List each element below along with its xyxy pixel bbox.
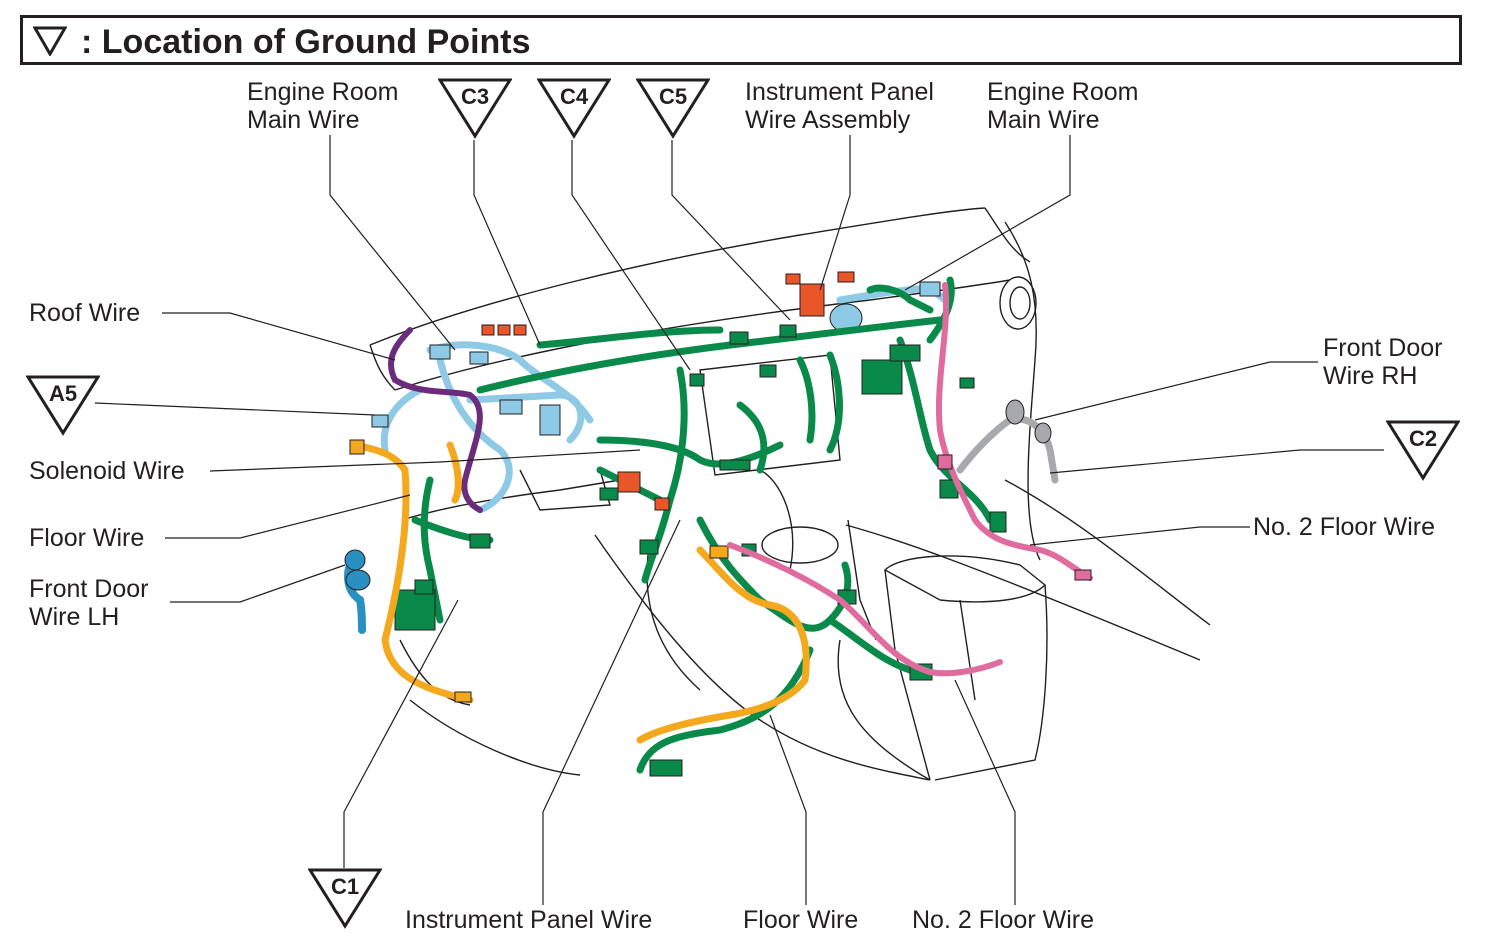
floor-wire-connectors bbox=[349, 439, 729, 703]
label-floor-wire-bottom: Floor Wire bbox=[743, 906, 859, 934]
label-engine-room-main-wire-right: Engine Room Main Wire bbox=[987, 78, 1139, 134]
ground-point-c5-icon[interactable]: C5 bbox=[636, 78, 710, 140]
no2-floor-wire-harness bbox=[727, 282, 1093, 677]
ground-point-c3-label: C3 bbox=[461, 84, 489, 109]
title-text: Location of Ground Points bbox=[101, 23, 531, 61]
page-title: : Location of Ground Points bbox=[81, 22, 531, 62]
leader-no2-floor-wire-bottom bbox=[954, 679, 1016, 905]
label-solenoid-wire: Solenoid Wire bbox=[29, 457, 185, 485]
instrument-panel-wire-harness bbox=[411, 276, 994, 774]
engine-room-connectors bbox=[371, 281, 941, 436]
front-door-wire-rh-harness bbox=[956, 399, 1059, 484]
ground-point-c2-label: C2 bbox=[1409, 426, 1437, 451]
leader-c4 bbox=[571, 140, 691, 371]
ground-point-symbol-icon bbox=[33, 26, 67, 56]
label-front-door-wire-rh: Front Door Wire RH bbox=[1323, 334, 1443, 390]
leader-c2 bbox=[1049, 449, 1384, 474]
floor-wire-harness bbox=[351, 441, 810, 744]
ground-point-a5-icon[interactable]: A5 bbox=[26, 375, 100, 437]
leader-engine-room-main-wire-right bbox=[904, 135, 1071, 291]
title-bar: : Location of Ground Points bbox=[20, 15, 1462, 65]
orange-connectors bbox=[481, 271, 855, 511]
front-door-wire-lh-harness bbox=[344, 549, 371, 634]
ground-point-c3-icon[interactable]: C3 bbox=[438, 78, 512, 140]
label-front-door-wire-lh: Front Door Wire LH bbox=[29, 575, 149, 631]
leader-lines bbox=[94, 135, 1384, 905]
label-instrument-panel-wire: Instrument Panel Wire bbox=[405, 906, 653, 934]
leader-a5 bbox=[94, 402, 376, 416]
leader-c1 bbox=[343, 599, 459, 868]
label-roof-wire: Roof Wire bbox=[29, 299, 141, 327]
ground-point-c5-label: C5 bbox=[659, 84, 687, 109]
leader-instrument-panel-wire bbox=[542, 519, 681, 905]
label-floor-wire-left: Floor Wire bbox=[29, 524, 145, 552]
ground-point-c4-icon[interactable]: C4 bbox=[537, 78, 611, 140]
leader-instrument-panel-wire-assembly bbox=[819, 135, 851, 291]
engine-room-main-wire-harness bbox=[380, 284, 949, 514]
label-engine-room-main-wire-left: Engine Room Main Wire bbox=[247, 78, 399, 134]
label-no2-floor-wire-bottom: No. 2 Floor Wire bbox=[912, 906, 1094, 934]
title-prefix: : bbox=[81, 23, 93, 61]
no2-floor-wire-connectors bbox=[937, 454, 1092, 581]
leader-solenoid-wire bbox=[209, 449, 641, 472]
leader-floor-wire-left bbox=[165, 494, 411, 539]
leader-front-door-wire-rh bbox=[1034, 361, 1318, 421]
leader-engine-room-main-wire-left bbox=[329, 135, 456, 351]
roof-wire-harness bbox=[388, 327, 483, 513]
ground-point-c1-label: C1 bbox=[331, 874, 359, 899]
ground-point-a5-label: A5 bbox=[49, 381, 77, 406]
ground-point-c2-icon[interactable]: C2 bbox=[1386, 420, 1460, 482]
label-no2-floor-wire-right: No. 2 Floor Wire bbox=[1253, 513, 1435, 541]
ground-point-c1-icon[interactable]: C1 bbox=[308, 868, 382, 930]
leader-front-door-wire-lh bbox=[170, 564, 346, 603]
label-instrument-panel-wire-assembly: Instrument Panel Wire Assembly bbox=[745, 78, 934, 134]
ground-point-c4-label: C4 bbox=[560, 84, 589, 109]
leader-no2-floor-wire-right bbox=[1029, 526, 1250, 546]
leader-roof-wire bbox=[162, 312, 396, 361]
leader-c3 bbox=[473, 140, 541, 346]
leader-c5 bbox=[671, 140, 791, 321]
leader-floor-wire-bottom bbox=[769, 714, 807, 905]
